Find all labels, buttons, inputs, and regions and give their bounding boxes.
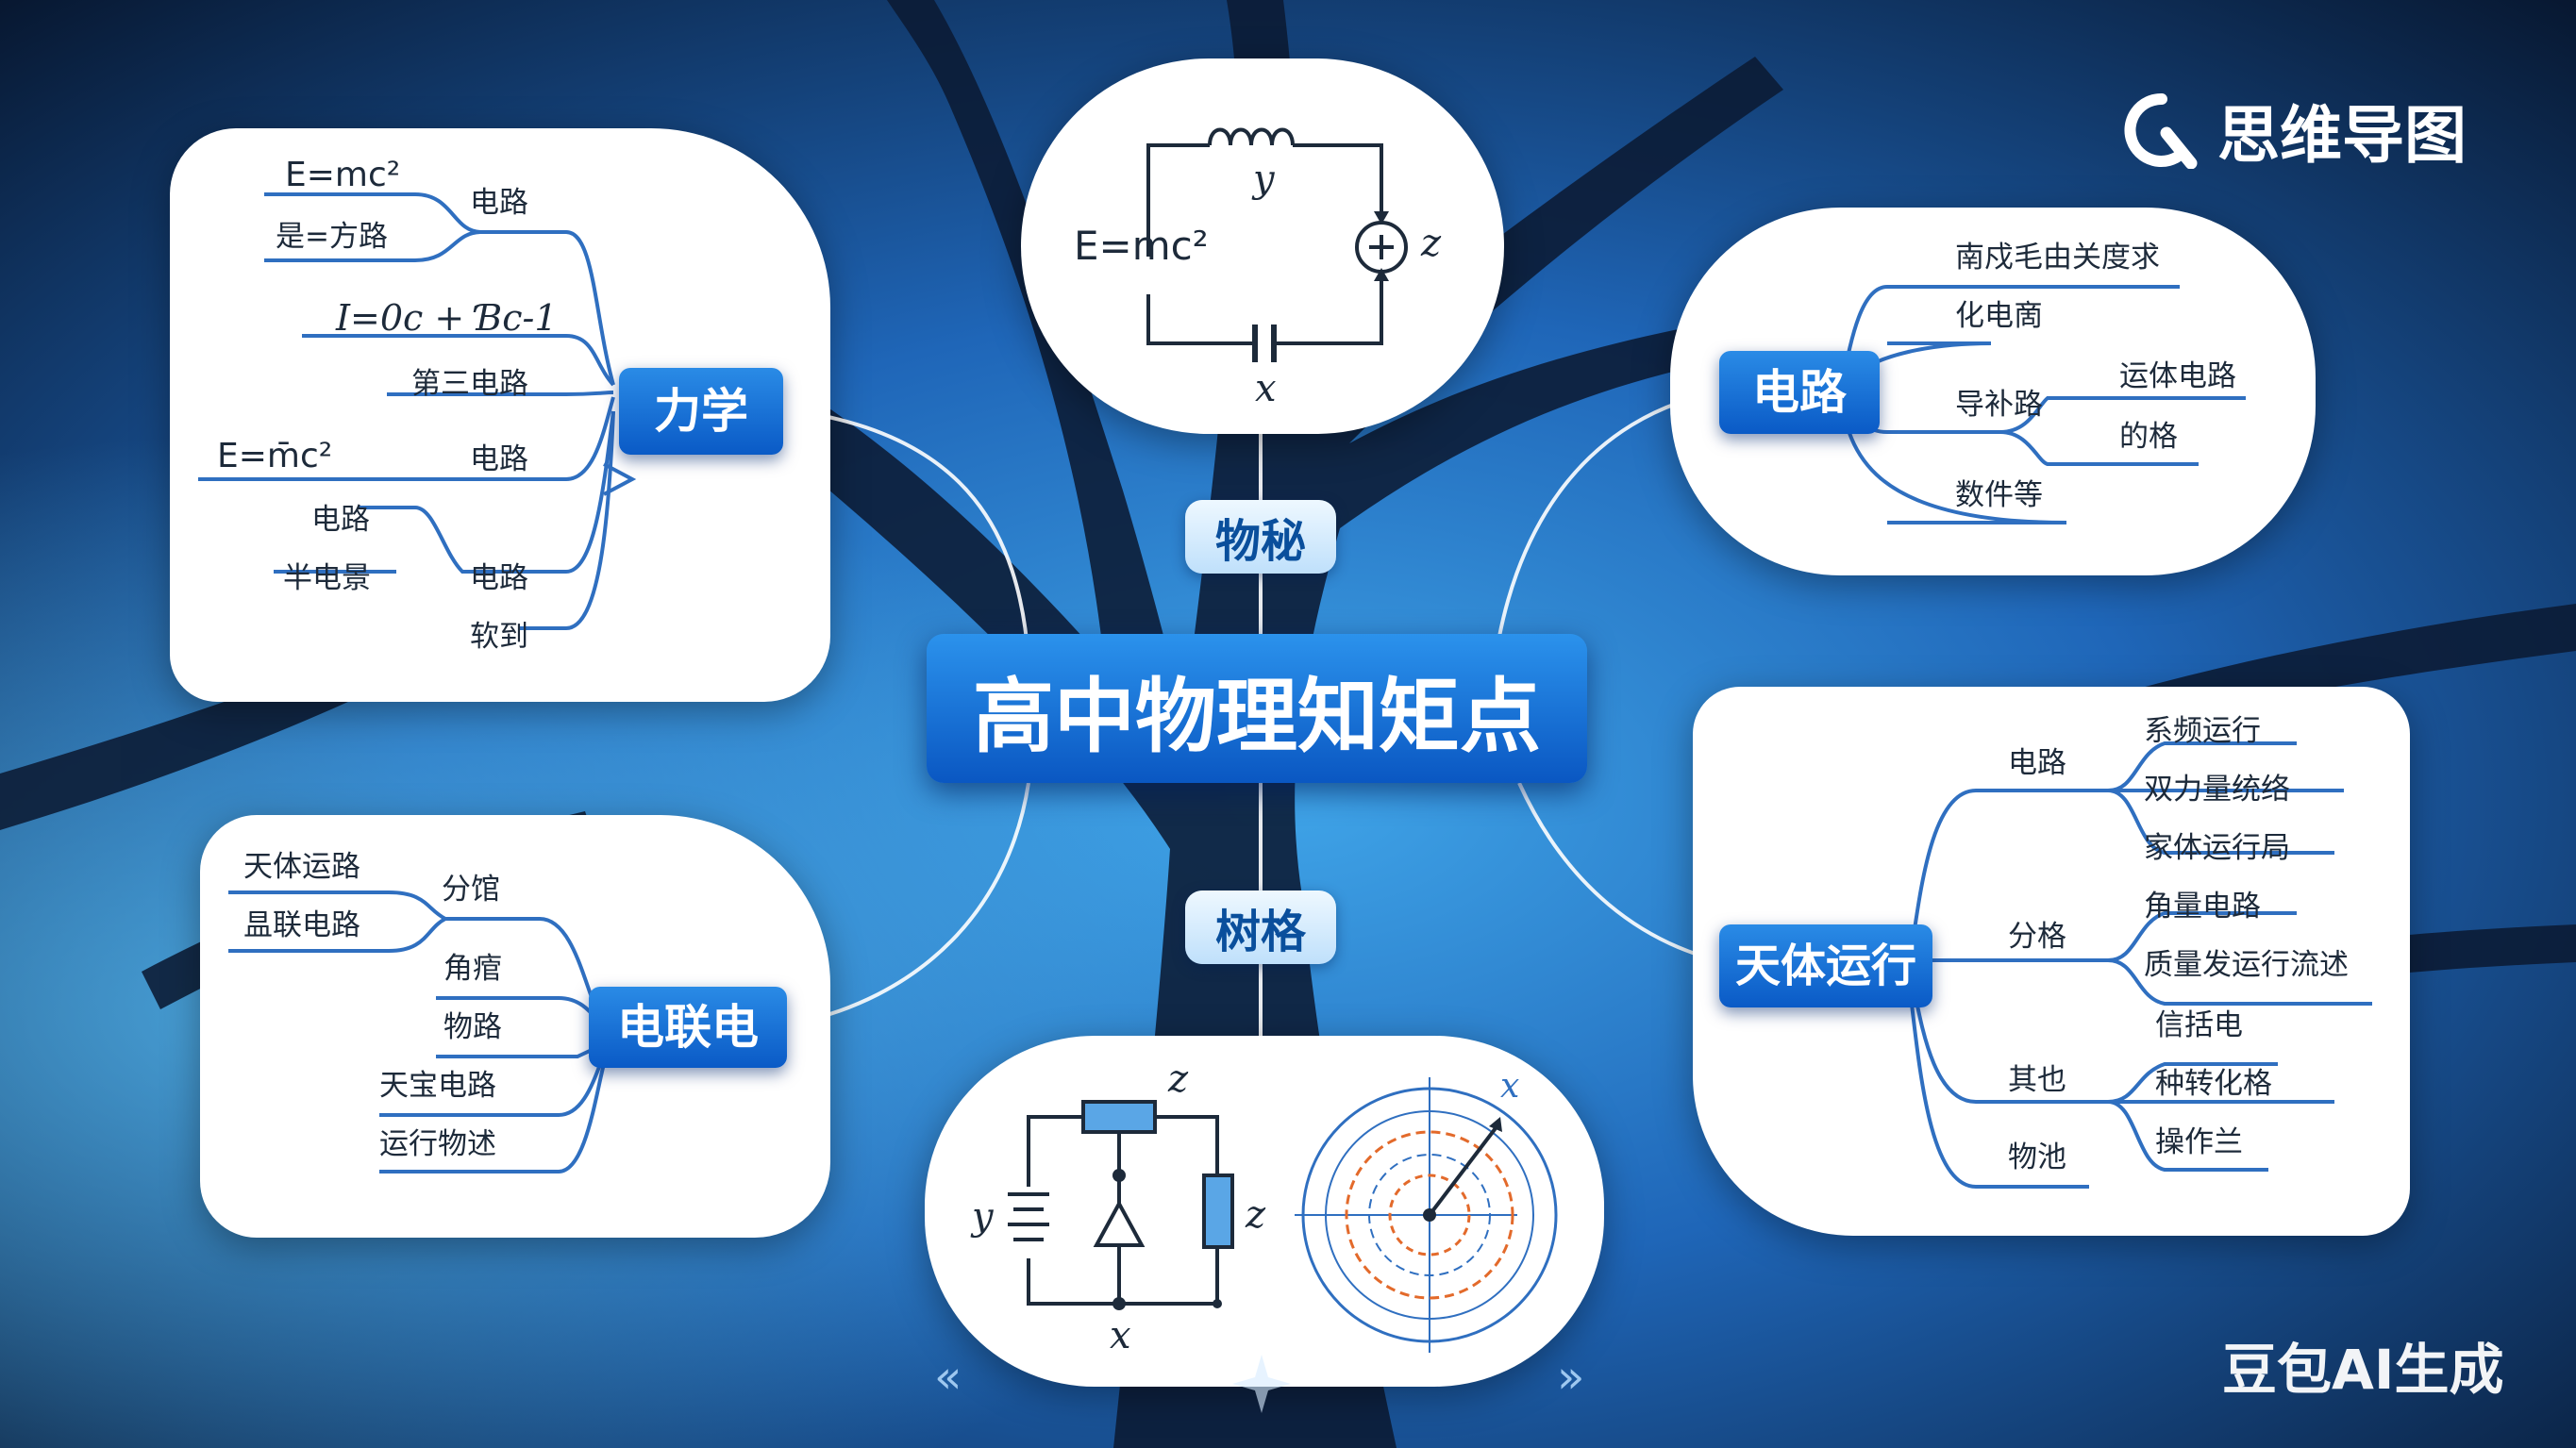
electric-item: 物路 (443, 1010, 502, 1044)
celestial-group-label: 其也 (2008, 1063, 2066, 1097)
mechanics-eq2: I=0c + Ɓc-1 (336, 297, 558, 339)
mechanics-eq1: E=mc² (285, 156, 401, 194)
electric-item: 天宝电路 (379, 1069, 496, 1103)
mechanics-item: 半电景 (283, 561, 371, 595)
mechanics-item: 软到 (470, 620, 528, 654)
bottom-diagram-card: z z y x x (925, 1036, 1604, 1387)
mechanics-item: 电路 (311, 503, 370, 537)
central-topic[interactable]: 高中物理知矩点 (927, 634, 1587, 783)
bottom-y-label: y (972, 1195, 994, 1239)
celestial-item: 双力量统络 (2144, 773, 2290, 807)
bottom-x-label: x (1110, 1314, 1131, 1357)
polar-plot (1295, 1077, 1558, 1353)
celestial-item: 家体运行局 (2144, 831, 2290, 865)
top-x-label: x (1255, 367, 1277, 410)
circuit-item: 数件等 (1955, 478, 2043, 512)
watermark: 豆包AI生成 (2222, 1338, 2504, 1402)
circuit-item: 化电啇 (1955, 299, 2043, 333)
circuit-item: 的格 (2119, 420, 2178, 454)
circuit-item: 南戍毛由关度求 (1955, 241, 2160, 275)
mechanics-item: 是=方路 (276, 220, 388, 254)
celestial-item: 系频运行 (2144, 714, 2261, 748)
top-circuit-card: E=mc² y z x (1021, 58, 1504, 434)
tag-bottom[interactable]: 树格 (1185, 890, 1336, 964)
nav-prev-button[interactable]: « (934, 1351, 962, 1404)
circuit-hub[interactable]: 电路 (1719, 351, 1880, 434)
circuit-card: 南戍毛由关度求 化电啇 导补路 运体电路 的格 数件等 (1670, 208, 2316, 575)
circuit-item: 运体电路 (2119, 359, 2236, 393)
bottom-circuit-and-polar-diagram (1008, 1077, 1558, 1353)
q-logo-icon (2124, 92, 2198, 169)
mechanics-item: 电路 (470, 442, 528, 476)
circuit-diagram (1146, 127, 1408, 362)
polar-x-label: x (1500, 1067, 1520, 1106)
celestial-item: 角量电路 (2144, 890, 2261, 924)
nav-next-button[interactable]: » (1557, 1351, 1585, 1404)
tag-top[interactable]: 物秘 (1185, 500, 1336, 574)
top-z-label: z (1421, 222, 1442, 265)
mechanics-item: 电路 (470, 186, 528, 220)
mechanics-item: 第三电路 (411, 367, 528, 401)
electric-item: 分馆 (442, 873, 500, 907)
celestial-item: 质量发运行流述 (2144, 948, 2349, 982)
brand-name: 思维导图 (2217, 99, 2467, 172)
circuit-item: 导补路 (1955, 388, 2043, 422)
mechanics-hub[interactable]: 力学 (619, 368, 783, 455)
electric-item: 昷联电路 (243, 908, 360, 942)
electric-hub[interactable]: 电联电 (589, 987, 787, 1068)
top-y-label: y (1253, 158, 1275, 201)
celestial-group-label: 分格 (2008, 920, 2066, 954)
bottom-z-right-label: z (1246, 1193, 1266, 1237)
celestial-hub[interactable]: 天体运行 (1719, 924, 1932, 1007)
top-eq: E=mc² (1074, 223, 1209, 269)
brand-logo: 思维导图 (2123, 85, 2467, 175)
mechanics-eq3: E=m̄c² (217, 437, 333, 475)
celestial-item: 操作兰 (2155, 1125, 2243, 1159)
celestial-group-label: 物池 (2008, 1140, 2066, 1174)
electric-item: 运行物述 (379, 1127, 496, 1161)
celestial-item: 信括电 (2155, 1008, 2243, 1042)
mechanics-tree-lines (198, 192, 637, 630)
celestial-item: 种转化格 (2155, 1067, 2272, 1101)
mechanics-item: 电路 (470, 561, 528, 595)
electric-item: 天体运路 (243, 850, 360, 884)
sparkle-icon (1232, 1355, 1291, 1413)
celestial-group-label: 电路 (2008, 746, 2066, 780)
bottom-z-top-label: z (1168, 1057, 1189, 1101)
electric-item: 角痯 (443, 952, 502, 986)
